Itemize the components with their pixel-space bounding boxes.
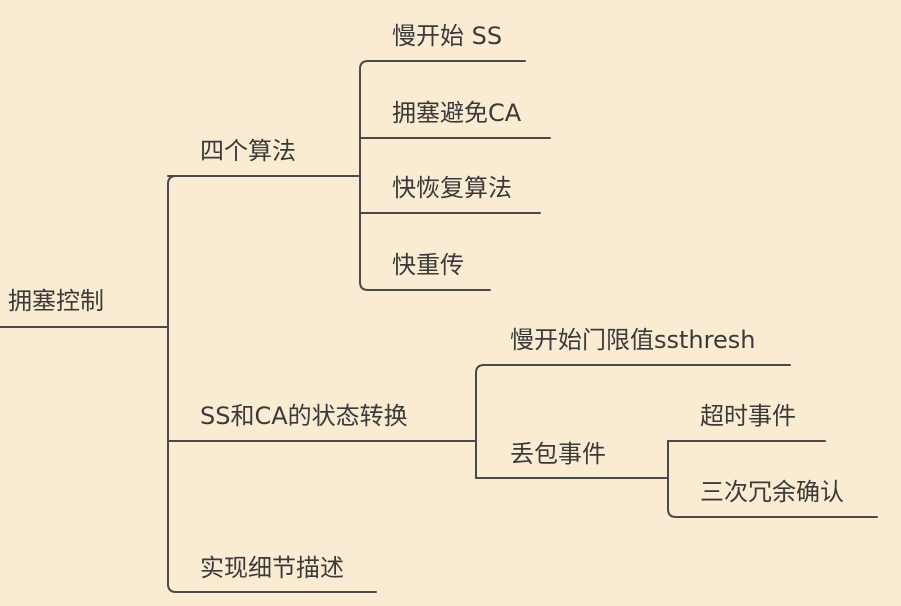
node-timeout-event[interactable]: 超时事件 (700, 402, 796, 430)
algorithms-bracket (359, 60, 369, 291)
node-ssthresh[interactable]: 慢开始门限值ssthresh (510, 326, 756, 354)
node-loss-event[interactable]: 丢包事件 (510, 440, 606, 468)
branch-algorithms[interactable]: 四个算法 (200, 137, 296, 165)
node-slow-start[interactable]: 慢开始 SS (392, 22, 503, 50)
transition-bracket (475, 364, 485, 479)
level1-bracket (167, 175, 177, 593)
branch-implementation-details[interactable]: 实现细节描述 (200, 554, 344, 582)
node-fast-recovery[interactable]: 快恢复算法 (392, 174, 512, 202)
branch-state-transition[interactable]: SS和CA的状态转换 (200, 402, 408, 430)
root-node[interactable]: 拥塞控制 (8, 287, 104, 315)
node-congestion-avoidance[interactable]: 拥塞避免CA (392, 99, 522, 127)
loss-bracket (667, 440, 677, 518)
node-fast-retransmit[interactable]: 快重传 (392, 251, 464, 279)
node-triple-dup-ack[interactable]: 三次冗余确认 (700, 478, 844, 506)
